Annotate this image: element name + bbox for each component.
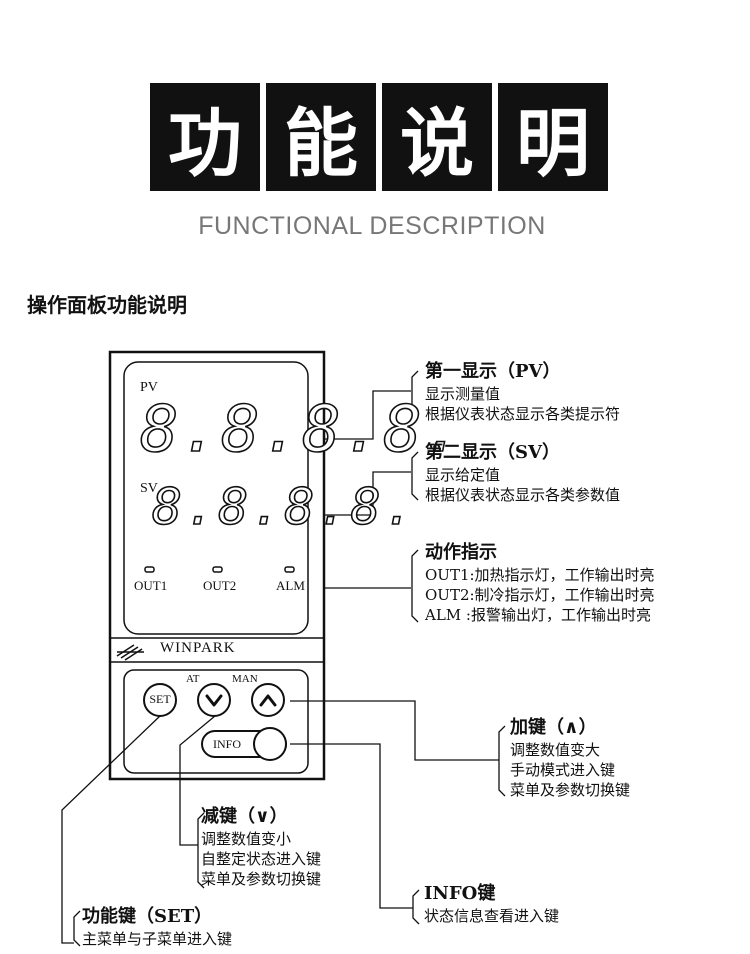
at-label: AT <box>186 673 200 685</box>
title-char-box: 说 <box>382 83 492 191</box>
chevron-up-icon <box>259 694 277 707</box>
action-bracket <box>411 549 419 623</box>
down-callout-line <box>179 715 216 846</box>
annotation-line: 显示给定值 <box>425 466 501 484</box>
out1-label: OUT1 <box>134 578 168 593</box>
sv-annotation: 第二显示（SV） 显示给定值 根据仪表状态显示各类参数值 <box>425 441 620 505</box>
down-key-shape <box>197 683 231 717</box>
chevron-down-icon <box>205 694 223 707</box>
annotation-line: 调整数值变大 <box>510 741 601 759</box>
annotation-line: 状态信息查看进入键 <box>424 907 560 925</box>
pv-seven-segment-display: 8.8.8.8. <box>139 392 465 468</box>
brand-name: WINPARK <box>160 640 236 656</box>
up-callout-line <box>290 700 499 761</box>
info-bracket <box>412 889 420 925</box>
down-bracket <box>197 812 205 889</box>
sv-bracket <box>411 451 419 501</box>
annotation-heading: INFO键 <box>424 883 496 904</box>
annotation-heading: 加键（∧） <box>510 717 597 738</box>
set-key[interactable]: SET <box>149 692 171 706</box>
device-frame <box>108 350 326 781</box>
title-char: 功 <box>168 100 242 187</box>
info-key[interactable]: INFO <box>213 737 242 751</box>
pv-label: PV <box>140 380 158 395</box>
sv-callout-line <box>324 471 411 516</box>
title-char-box: 能 <box>266 83 376 191</box>
brand-strip <box>109 637 325 663</box>
annotation-heading: 功能键（SET） <box>82 906 213 927</box>
annotation-line: 主菜单与子菜单进入键 <box>82 930 233 948</box>
up-bracket <box>498 725 506 797</box>
annotation-line: 根据仪表状态显示各类提示符 <box>425 405 621 423</box>
annotation-line: 菜单及参数切换键 <box>510 781 631 799</box>
annotation-line: 手动模式进入键 <box>510 761 616 779</box>
title-row: 功 能 说 明 <box>150 83 608 191</box>
set-callout-line <box>61 715 161 944</box>
pv-bracket <box>411 370 419 419</box>
annotation-line: 显示测量值 <box>425 385 501 403</box>
info-key-knob <box>253 727 287 761</box>
pv-annotation: 第一显示（PV） 显示测量值 根据仪表状态显示各类提示符 <box>425 360 620 424</box>
title-char: 说 <box>400 100 474 187</box>
up-key-annotation: 加键（∧） 调整数值变大 手动模式进入键 菜单及参数切换键 <box>510 716 630 800</box>
alm-led <box>284 566 295 573</box>
lcd-window <box>123 361 309 635</box>
annotation-line: ALM :报警输出灯，工作输出时亮 <box>425 606 651 624</box>
pv-callout-line <box>324 390 411 440</box>
man-label: MAN <box>232 673 258 685</box>
section-title: 操作面板功能说明 <box>27 293 187 317</box>
annotation-heading: 第一显示（PV） <box>425 361 561 382</box>
annotation-line: 自整定状态进入键 <box>201 850 322 868</box>
title-char: 能 <box>284 100 358 187</box>
annotation-heading: 动作指示 <box>425 542 497 563</box>
set-key-annotation: 功能键（SET） 主菜单与子菜单进入键 <box>82 905 232 949</box>
sv-label: SV <box>140 481 158 496</box>
out2-led <box>212 566 223 573</box>
action-annotation: 动作指示 OUT1:加热指示灯，工作输出时亮 OUT2:制冷指示灯，工作输出时亮… <box>425 541 655 625</box>
winpark-logo-icon <box>116 644 144 661</box>
alm-label: ALM <box>276 578 305 593</box>
out2-label: OUT2 <box>203 578 237 593</box>
info-key-annotation: INFO键 状态信息查看进入键 <box>424 882 559 926</box>
annotation-line: 调整数值变小 <box>201 830 292 848</box>
annotation-heading: 减键（∨） <box>201 806 288 827</box>
annotation-line: OUT1:加热指示灯，工作输出时亮 <box>425 566 655 584</box>
subtitle: FUNCTIONAL DESCRIPTION <box>198 212 546 240</box>
annotation-line: 菜单及参数切换键 <box>201 870 322 888</box>
info-callout-line <box>290 743 413 909</box>
keypad-frame <box>123 669 309 774</box>
title-char: 明 <box>516 100 590 187</box>
down-key-annotation: 减键（∨） 调整数值变小 自整定状态进入键 菜单及参数切换键 <box>201 805 321 889</box>
annotation-line: 根据仪表状态显示各类参数值 <box>425 486 621 504</box>
up-key-shape <box>251 683 285 717</box>
set-bracket <box>73 910 81 947</box>
title-char-box: 功 <box>150 83 260 191</box>
annotation-heading: 第二显示（SV） <box>425 442 560 463</box>
annotation-line: OUT2:制冷指示灯，工作输出时亮 <box>425 586 655 604</box>
sv-seven-segment-display: 8.8.8.8. <box>151 477 417 537</box>
title-char-box: 明 <box>498 83 608 191</box>
out1-led <box>144 566 155 573</box>
